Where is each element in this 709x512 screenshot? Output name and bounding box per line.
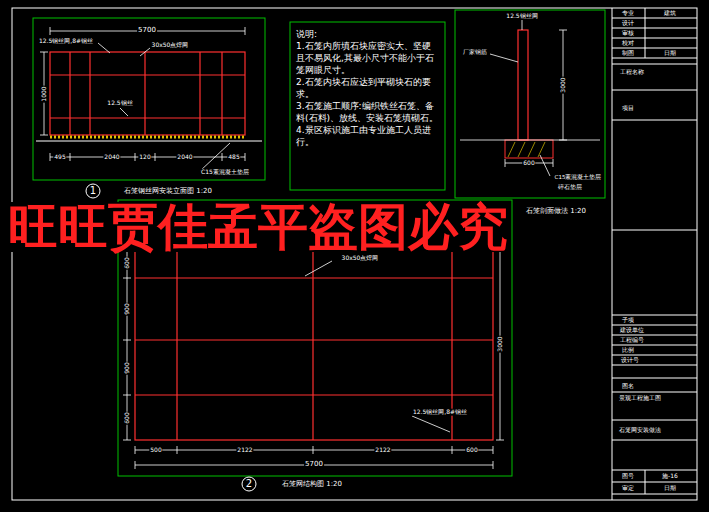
- drawing-label: C15素混凝土垫层: [200, 169, 250, 176]
- drawing-label: 600: [465, 447, 478, 454]
- note-line: 1.石笼内所填石块应密实大、坚硬且不易风化,其最小尺寸不能小于石笼网眼尺寸。: [296, 40, 439, 76]
- view-number: 2: [246, 479, 252, 489]
- drawing-label: 石笼剖面做法 1:20: [525, 208, 587, 216]
- drawing-label: 12.5钢丝: [106, 100, 133, 107]
- drawing-label: 石笼钢丝网安装立面图 1:20: [123, 188, 213, 196]
- drawing-label: 日期: [663, 485, 677, 492]
- drawing-label: 校对: [621, 40, 635, 47]
- drawing-label: 比例: [621, 347, 635, 354]
- view-number-circle: 1: [85, 183, 101, 199]
- drawing-label: 工程编号: [619, 337, 645, 344]
- drawing-label: 景观工程施工图: [618, 395, 662, 402]
- drawing-label: 5700: [304, 461, 324, 469]
- note-line: 4.景区标识施工由专业施工人员进行。: [296, 124, 439, 148]
- drawing-label: 2040: [103, 154, 120, 161]
- note-line: 2.石笼内块石应达到平砌块石的要求。: [296, 76, 439, 100]
- drawing-label: 600: [124, 256, 131, 269]
- drawing-label: 图名: [621, 383, 635, 390]
- drawing-label: 12.5钢丝网,8#钢丝: [412, 409, 468, 416]
- drawing-label: 工程名称: [619, 69, 645, 76]
- drawing-label: 厂家钢筋: [462, 49, 488, 56]
- circle-outline: [86, 184, 100, 198]
- drawing-label: 1000: [41, 85, 48, 102]
- sheet-frame: [12, 8, 697, 500]
- drawing-label: 项目: [621, 105, 635, 112]
- drawing-label: 建筑: [663, 10, 677, 17]
- drawing-label: 12.5钢丝网,8#钢丝: [38, 38, 94, 45]
- view-number-circle: 2: [241, 476, 257, 492]
- drawing-label: 图号: [621, 473, 635, 480]
- drawing-label: 12.5钢丝网: [505, 13, 538, 20]
- drawing-label: 900: [124, 361, 131, 374]
- drawing-label: 设计: [621, 20, 635, 27]
- drawing-label: 审核: [621, 30, 635, 37]
- note-line: 说明:: [296, 28, 439, 40]
- drawing-label: 5700: [137, 27, 157, 35]
- notes-frame: [290, 22, 445, 190]
- drawing-label: 专业: [621, 10, 635, 17]
- drawing-label: 制图: [621, 50, 635, 57]
- drawing-label: 施-16: [661, 473, 679, 480]
- drawing-label: 120: [138, 154, 151, 161]
- drawing-label: 建设单位: [619, 327, 645, 334]
- note-line: 3.石笼施工顺序:编织铁丝石笼、备料(石料)、放线、安装石笼填砌石。: [296, 100, 439, 124]
- drawing-label: C15素混凝土垫层: [554, 174, 603, 180]
- drawing-label: 3000: [560, 76, 567, 93]
- drawing-label: 2122: [374, 447, 391, 454]
- drawing-label: 石笼网结构图 1:20: [281, 481, 343, 489]
- drawing-label: 30x50点焊网: [151, 42, 190, 49]
- drawing-label: 石笼网安装做法: [618, 427, 662, 434]
- drawing-label: 30x50点焊网: [341, 255, 380, 262]
- drawing-label: 485: [227, 154, 240, 161]
- drawing-label: 2122: [236, 447, 253, 454]
- drawing-label: 900: [124, 302, 131, 315]
- circle-outline: [242, 477, 256, 491]
- view-number: 1: [90, 186, 96, 196]
- drawing-label: 子项: [621, 317, 635, 324]
- drawing-label: 600: [522, 160, 535, 167]
- elevation-view: [33, 18, 265, 180]
- watermark: 旺旺贾佳孟平盗图必究: [7, 202, 509, 252]
- drawing-label: 3000: [497, 335, 504, 352]
- drawing-label: 2040: [176, 154, 193, 161]
- drawing-label: 设计号: [620, 357, 640, 364]
- drawing-label: 600: [124, 411, 131, 424]
- section-view: [455, 10, 605, 198]
- drawing-label: 审定: [621, 485, 635, 492]
- drawing-label: 日期: [663, 50, 677, 57]
- drawing-label: 碎石垫层: [557, 184, 583, 190]
- drawing-label: 500: [149, 447, 162, 454]
- drawing-label: 495: [53, 154, 66, 161]
- notes-box: 说明:1.石笼内所填石块应密实大、坚硬且不易风化,其最小尺寸不能小于石笼网眼尺寸…: [293, 26, 442, 150]
